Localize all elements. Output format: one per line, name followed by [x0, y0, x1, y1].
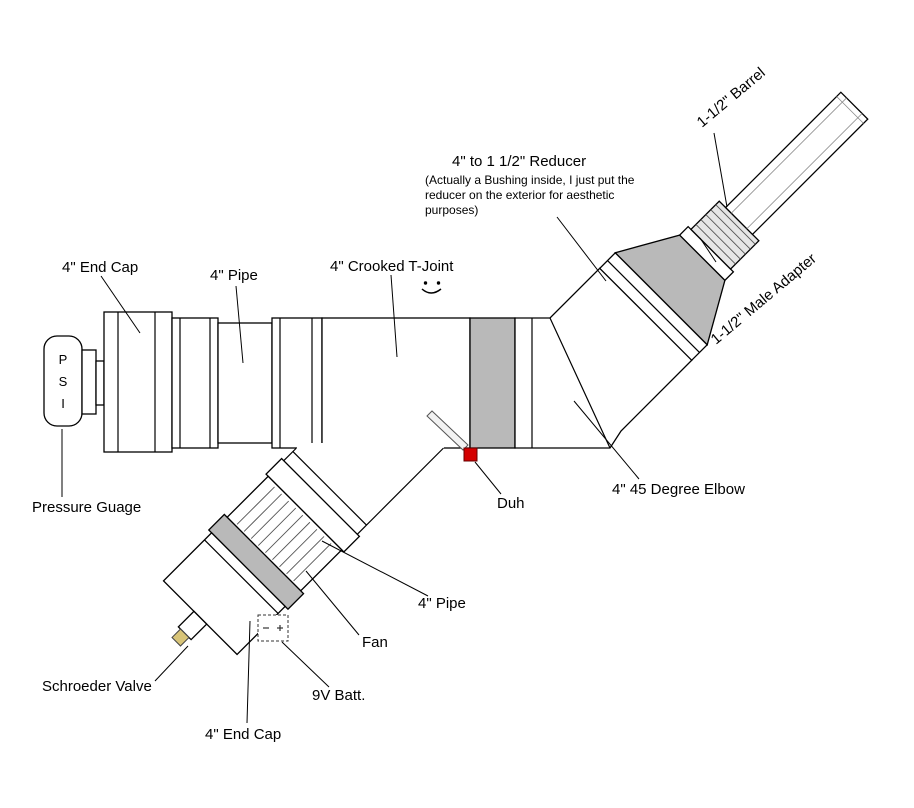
fan-vent-lines [236, 486, 332, 582]
label-reducer-note-line: purposes) [425, 203, 478, 217]
battery-polarity-marks-icon [263, 625, 283, 631]
barrel-shape [724, 91, 869, 236]
gauge-letter: I [61, 396, 65, 411]
branch-junction-mask [297, 443, 444, 452]
label-reducer-note-line: (Actually a Bushing inside, I just put t… [425, 173, 635, 187]
pipe-top-shape [217, 322, 273, 444]
upper-diagonal-assembly [598, 91, 869, 362]
leader-male-adapter [699, 237, 717, 263]
main-horizontal-assembly: P S I [43, 267, 693, 453]
label-battery: 9V Batt. [312, 687, 365, 704]
label-end-cap-top: 4" End Cap [62, 259, 138, 276]
leader-schroeder-valve [154, 645, 189, 682]
lower-branch-assembly [162, 447, 444, 656]
schroeder-valve-tip [171, 628, 190, 647]
gauge-letter: P [59, 352, 68, 367]
battery-outline [257, 614, 289, 642]
label-pipe-top: 4" Pipe [210, 267, 258, 284]
igniter-shape [426, 410, 478, 462]
branch-pipe-wall-line [356, 447, 444, 535]
gauge-stub-inner [95, 360, 105, 406]
label-duh: Duh [497, 495, 525, 512]
barrel-wall-line [746, 113, 863, 230]
smiley-face-icon [421, 281, 442, 294]
leader-pipe-top [235, 285, 244, 364]
leader-barrel [713, 132, 728, 208]
gauge-letter: S [59, 374, 68, 389]
leader-fan [305, 570, 360, 636]
end-cap-top-shape [103, 311, 173, 453]
leader-lines [61, 132, 728, 724]
leader-pipe-lower [321, 540, 429, 597]
branch-pipe-fill [283, 448, 444, 535]
leader-battery [281, 641, 330, 688]
coupling-shape [171, 317, 219, 449]
label-pressure-gauge: Pressure Guage [32, 499, 141, 516]
leader-end-cap-bottom [246, 620, 251, 724]
branch-pipe-wall-line [283, 447, 297, 462]
leader-elbow-45 [573, 400, 640, 480]
leader-reducer [556, 216, 607, 282]
barrel-muzzle-line [836, 96, 864, 124]
branch-joint-line [292, 451, 367, 526]
elbow-exit-band-line [607, 260, 700, 353]
leader-t-joint [390, 274, 398, 358]
battery-shape [257, 614, 289, 642]
label-reducer-note-line: reducer on the exterior for aesthetic [425, 188, 614, 202]
igniter-button [463, 447, 478, 462]
label-end-cap-bottom: 4" End Cap [205, 726, 281, 743]
leader-end-cap-top [100, 275, 141, 334]
label-fan: Fan [362, 634, 388, 651]
end-cap-bottom-rim-line [204, 539, 279, 614]
label-reducer-title: 4" to 1 1/2" Reducer [452, 153, 586, 170]
label-barrel: 1-1/2" Barrel [694, 64, 769, 131]
label-elbow-45: 4" 45 Degree Elbow [612, 481, 745, 498]
leader-duh [474, 461, 502, 495]
elbow-45-shape [514, 267, 693, 449]
elbow-socket-line [549, 317, 611, 449]
label-t-joint: 4" Crooked T-Joint [330, 258, 454, 275]
barrel-wall-line [730, 97, 847, 214]
igniter-stick [426, 410, 469, 451]
label-pipe-lower: 4" Pipe [418, 595, 466, 612]
male-adapter-thread-lines [695, 204, 756, 265]
gauge-stub-outer [81, 349, 97, 415]
elbow-coupling-gray-shape [469, 317, 516, 449]
label-schroeder-valve: Schroeder Valve [42, 678, 152, 695]
